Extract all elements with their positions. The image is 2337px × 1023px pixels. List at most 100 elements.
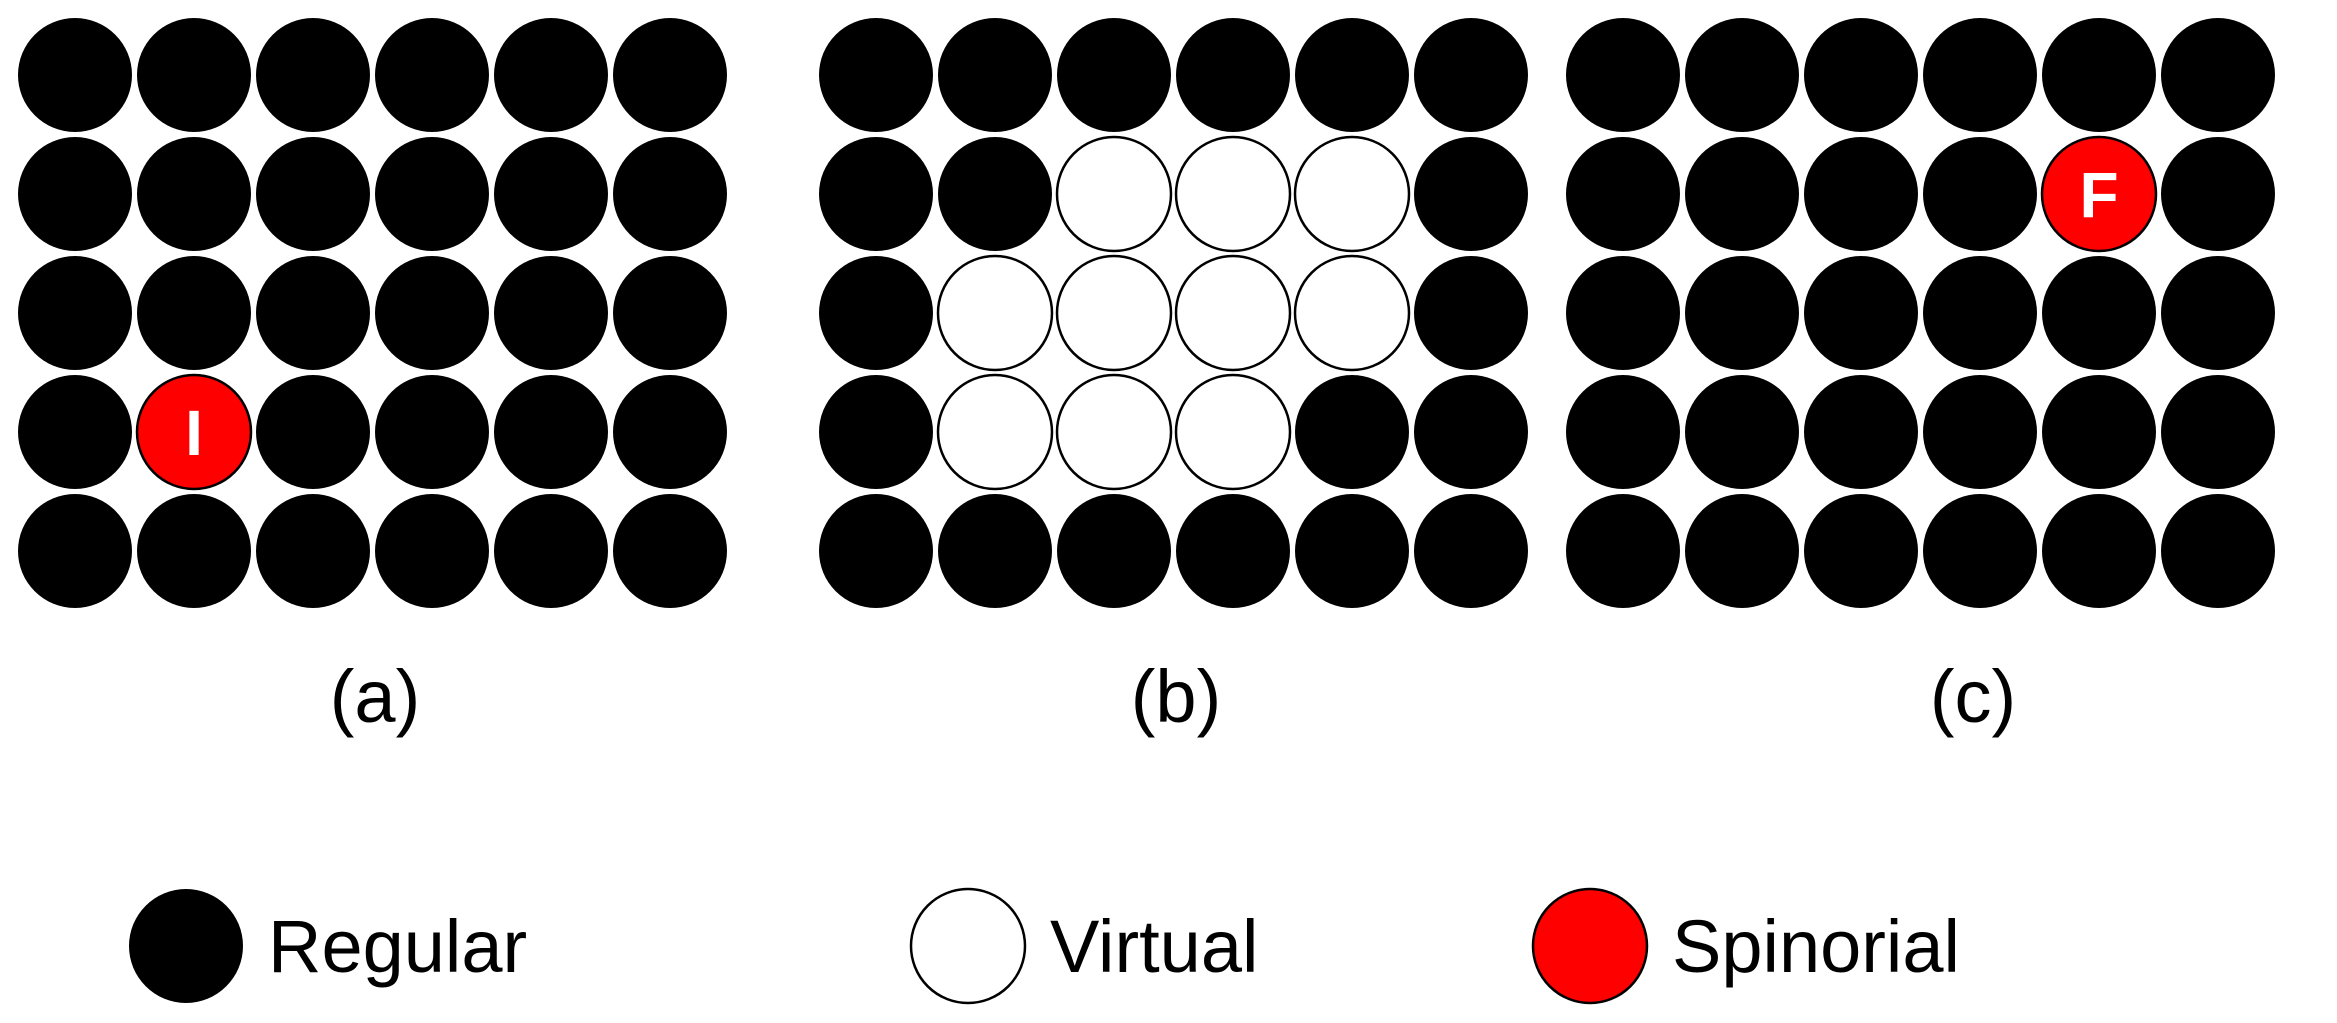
regular-site [2161,375,2275,489]
regular-site [1295,18,1409,132]
regular-site [2161,494,2275,608]
regular-site [256,494,370,608]
regular-site [137,494,251,608]
regular-site [18,375,132,489]
regular-site [1923,18,2037,132]
virtual-site [1174,373,1292,491]
panel-b-label: (b) [1130,655,1222,738]
regular-site [1057,18,1171,132]
regular-site [1414,137,1528,251]
lattice-panel-a: I [18,18,727,608]
regular-site [18,137,132,251]
regular-site [1295,494,1409,608]
regular-site [375,375,489,489]
regular-site [137,18,251,132]
regular-site [1923,375,2037,489]
regular-site [613,137,727,251]
virtual-site [936,373,1054,491]
virtual-site [1293,254,1411,372]
regular-site [1566,18,1680,132]
regular-site [1804,137,1918,251]
virtual-site [1055,254,1173,372]
legend-spinorial-swatch [1531,887,1649,1005]
regular-site [256,137,370,251]
regular-site [819,18,933,132]
regular-site [18,256,132,370]
regular-site [1804,494,1918,608]
regular-site [1804,18,1918,132]
regular-site [1566,256,1680,370]
regular-site [1566,137,1680,251]
regular-site [375,18,489,132]
regular-site [494,375,608,489]
regular-site [819,137,933,251]
regular-site [1923,494,2037,608]
regular-site [2161,18,2275,132]
regular-site [1685,137,1799,251]
regular-site [819,375,933,489]
regular-site [2042,18,2156,132]
regular-site [819,494,933,608]
virtual-site [1055,135,1173,253]
regular-site [613,494,727,608]
regular-site [1176,18,1290,132]
regular-site [1176,494,1290,608]
lattice-panel-c: F [1566,18,2275,608]
regular-site [1685,494,1799,608]
regular-site [1566,375,1680,489]
regular-site [1414,494,1528,608]
regular-site [494,494,608,608]
regular-site [256,18,370,132]
regular-site [1685,18,1799,132]
regular-site [494,256,608,370]
regular-site [938,494,1052,608]
virtual-site [1055,373,1173,491]
regular-site [375,137,489,251]
regular-site [2161,256,2275,370]
regular-site [938,18,1052,132]
lattice-panel-b [819,18,1528,608]
regular-site [375,256,489,370]
regular-site [1414,256,1528,370]
panel-c-label: (c) [1929,655,2017,738]
regular-site [1804,256,1918,370]
virtual-site [936,254,1054,372]
regular-site [1566,494,1680,608]
spinorial-site [135,373,253,491]
regular-site [1923,137,2037,251]
spinorial-marker-label: I [185,397,203,469]
legend-virtual-label: Virtual [1050,905,1259,988]
regular-site [2042,494,2156,608]
regular-site [1685,375,1799,489]
regular-site [1685,256,1799,370]
regular-site [494,18,608,132]
regular-site [613,18,727,132]
virtual-site [1174,135,1292,253]
regular-site [18,18,132,132]
regular-site [375,494,489,608]
legend-spinorial-label: Spinorial [1672,905,1960,988]
regular-site [1057,494,1171,608]
regular-site [1804,375,1918,489]
legend-virtual-swatch [909,887,1027,1005]
regular-site [137,256,251,370]
regular-site [18,494,132,608]
regular-site [613,375,727,489]
legend-regular-swatch [129,889,243,1003]
legend-regular-label: Regular [268,905,528,988]
regular-site [137,137,251,251]
regular-site [2042,256,2156,370]
regular-site [613,256,727,370]
regular-site [1414,375,1528,489]
regular-site [256,256,370,370]
regular-site [1414,18,1528,132]
regular-site [2042,375,2156,489]
virtual-site [1174,254,1292,372]
regular-site [1923,256,2037,370]
spinorial-marker-label: F [2079,159,2118,231]
virtual-site [1293,135,1411,253]
regular-site [2161,137,2275,251]
regular-site [938,137,1052,251]
